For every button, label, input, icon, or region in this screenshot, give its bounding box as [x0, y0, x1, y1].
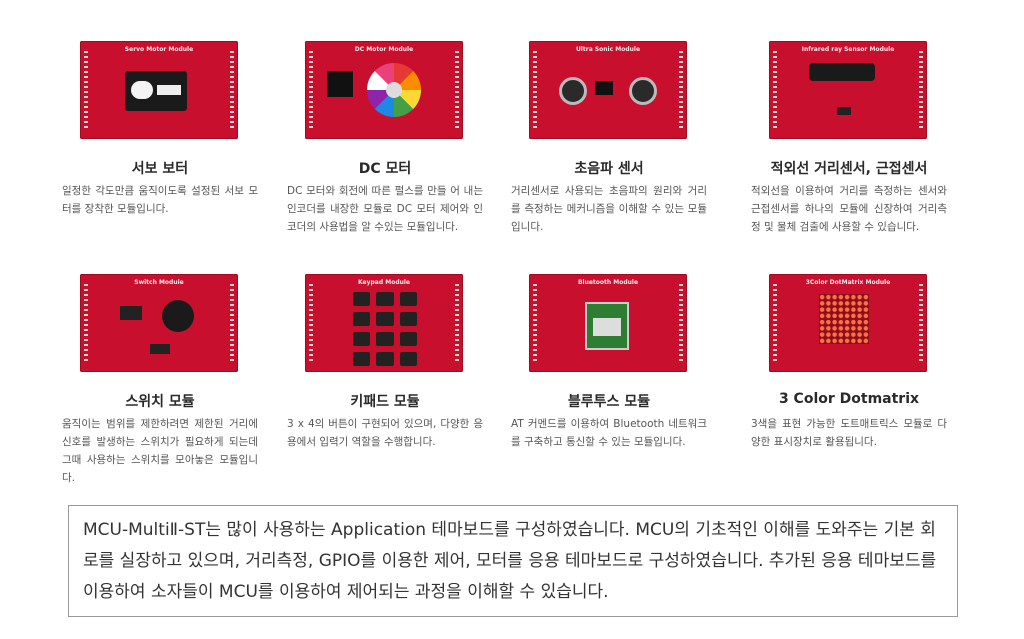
module-description: AT 커멘드를 이용하여 Bluetooth 네트워크를 구축하고 통신할 수 …	[511, 418, 707, 448]
bluetooth-board-image: Bluetooth Module	[529, 274, 687, 372]
board-label: Ultra Sonic Module	[575, 46, 641, 53]
module-description: DC 모터와 회전에 따른 펄스를 만들 어 내는 인코더를 내장한 모듈로 D…	[287, 185, 483, 233]
switch-icon	[150, 344, 170, 354]
bluetooth-chip-icon	[585, 302, 629, 350]
dotmatrix-board-image: 3Color DotMatrix Module	[769, 274, 927, 372]
servo-board-image: Servo Motor Module	[80, 41, 238, 139]
module-description: 적외선을 이용하여 거리를 측정하는 센서와 근접센서를 하나의 모듈에 신장하…	[751, 185, 947, 233]
keypad-board-image: Keypad Module	[305, 274, 463, 372]
module-description: 거리센서로 사용되는 초음파의 원리와 거리를 측정하는 메커니즘을 이해할 수…	[511, 185, 707, 233]
module-title: 블루투스 모듈	[567, 394, 651, 410]
rotary-knob-icon	[162, 300, 194, 332]
module-description: 3색을 표현 가능한 도트매트릭스 모듈로 다양한 표시장치로 활용됩니다.	[751, 418, 947, 448]
sensor-chip-icon	[595, 81, 613, 95]
module-title: 3 Color Dotmatrix	[778, 391, 920, 407]
board-label: Keypad Module	[357, 279, 411, 286]
ir-sensor-icon	[809, 63, 875, 81]
module-title: DC 모터	[358, 161, 412, 177]
ultrasonic-transducer-icon	[629, 77, 657, 105]
board-label: Servo Motor Module	[124, 46, 194, 53]
proximity-sensor-icon	[837, 107, 851, 115]
module-title: 서보 보터	[131, 161, 189, 177]
module-title: 초음파 센서	[574, 161, 644, 177]
ultrasonic-transducer-icon	[559, 77, 587, 105]
dc-motor-board-image: DC Motor Module	[305, 41, 463, 139]
ultrasonic-board-image: Ultra Sonic Module	[529, 41, 687, 139]
summary-box: MCU-MultiⅡ-ST는 많이 사용하는 Application 테마보드를…	[68, 505, 958, 617]
motor-driver-chip-icon	[327, 71, 353, 97]
servo-motor-icon	[125, 71, 187, 111]
limit-switch-icon	[120, 306, 142, 320]
keypad-buttons-icon	[353, 292, 417, 366]
module-description: 일정한 각도만큼 움직이도록 설정된 서보 모터를 장착한 모듈입니다.	[62, 185, 258, 215]
board-label: Switch Module	[134, 279, 184, 286]
board-label: Infrared ray Sensor Module	[801, 46, 895, 53]
module-description: 3 x 4의 버튼이 구현되어 있으며, 다양한 응용에서 입력기 역할을 수행…	[287, 418, 483, 448]
board-label: Bluetooth Module	[577, 279, 639, 286]
encoder-wheel-icon	[367, 63, 421, 117]
board-label: 3Color DotMatrix Module	[805, 279, 891, 286]
module-title: 적외선 거리센서, 근접센서	[770, 161, 928, 177]
switch-board-image: Switch Module	[80, 274, 238, 372]
module-description: 움직이는 범위를 제한하려면 제한된 거리에 신호를 발생하는 스위치가 필요하…	[62, 418, 258, 484]
infrared-board-image: Infrared ray Sensor Module	[769, 41, 927, 139]
board-label: DC Motor Module	[354, 46, 414, 53]
module-title: 키패드 모듈	[350, 394, 420, 410]
module-title: 스위치 모듈	[125, 394, 195, 410]
dot-matrix-icon	[819, 294, 869, 344]
